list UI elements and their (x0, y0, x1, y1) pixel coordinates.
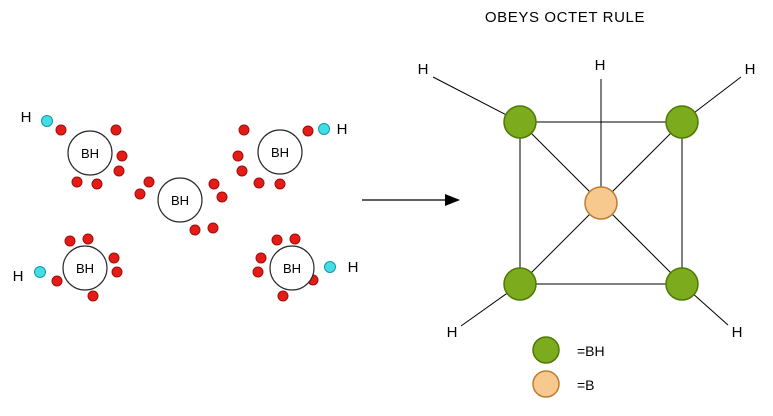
bh-molecule-circle (257, 129, 303, 175)
electron-dot (71, 176, 83, 188)
bh-vertex (665, 105, 699, 139)
electron-dot (87, 290, 99, 302)
legend: =BH =B (532, 336, 605, 398)
electron-dot (236, 165, 248, 177)
arrow-head (445, 194, 460, 206)
electron-dot (274, 178, 286, 190)
hydrogen-electron-dot (324, 261, 336, 273)
octet-structure: H H H H H (418, 57, 756, 341)
electron-dot (277, 290, 289, 302)
electron-dot (252, 266, 264, 278)
electron-dot (207, 222, 219, 234)
legend-label-bh: =BH (577, 343, 605, 359)
bh-unit-middle: BH (134, 176, 228, 236)
bh-unit-top-left: H BH (21, 109, 128, 190)
bh-unit-top-right: H BH (232, 121, 348, 190)
electron-dot (302, 125, 314, 137)
reaction-arrow (362, 194, 460, 206)
electron-dot (289, 233, 301, 245)
h-atom-label: H (348, 259, 359, 276)
electron-dot (51, 275, 63, 287)
h-atom-label: H (745, 61, 756, 78)
h-atom-label: H (732, 324, 743, 341)
electron-dot (208, 178, 220, 190)
h-atom-label: H (447, 324, 458, 341)
electron-dot (91, 178, 103, 190)
h-atom-label: H (595, 57, 606, 74)
legend-label-b: =B (577, 377, 595, 393)
bh-molecule-circle (157, 177, 203, 223)
hydrogen-electron-dot (34, 266, 46, 278)
bh-unit-bottom-left: H BH (13, 233, 123, 302)
bh-molecule-circle (62, 245, 108, 291)
electron-dot (189, 224, 201, 236)
electron-dot (134, 188, 146, 200)
bh-vertex (665, 267, 699, 301)
electron-dot (110, 124, 122, 136)
electron-dot (116, 150, 128, 162)
electron-dot (216, 191, 228, 203)
bh-label: BH (171, 193, 189, 208)
electron-dot (111, 266, 123, 278)
electron-dot (143, 176, 155, 188)
h-atom-label: H (418, 61, 429, 78)
electron-dot (64, 235, 76, 247)
legend-swatch-b (532, 370, 560, 398)
bh-label: BH (81, 146, 99, 161)
electron-dot (271, 234, 283, 246)
bh-molecule-circle (269, 245, 315, 291)
boron-center (584, 186, 618, 220)
h-atom-label: H (13, 268, 24, 285)
bh-molecule-circle (67, 130, 113, 176)
electron-dot (113, 165, 125, 177)
bh-label: BH (271, 145, 289, 160)
electron-dot (238, 124, 250, 136)
bh-vertex (503, 105, 537, 139)
bh-vertex (503, 267, 537, 301)
electron-dot (253, 177, 265, 189)
hydrogen-electron-dot (41, 115, 53, 127)
electron-dot (82, 233, 94, 245)
bh-label: BH (76, 261, 94, 276)
electron-dot (108, 252, 120, 264)
h-atom-label: H (337, 121, 348, 138)
legend-swatch-bh (532, 336, 560, 364)
bh-unit-bottom-right: H BH (252, 233, 359, 302)
title: OBEYS OCTET RULE (485, 9, 645, 26)
electron-dot (55, 124, 67, 136)
hydrogen-electron-dot (318, 123, 330, 135)
electron-dot (255, 252, 267, 264)
bh-label: BH (283, 261, 301, 276)
electron-dot (232, 150, 244, 162)
h-atom-label: H (21, 109, 32, 126)
